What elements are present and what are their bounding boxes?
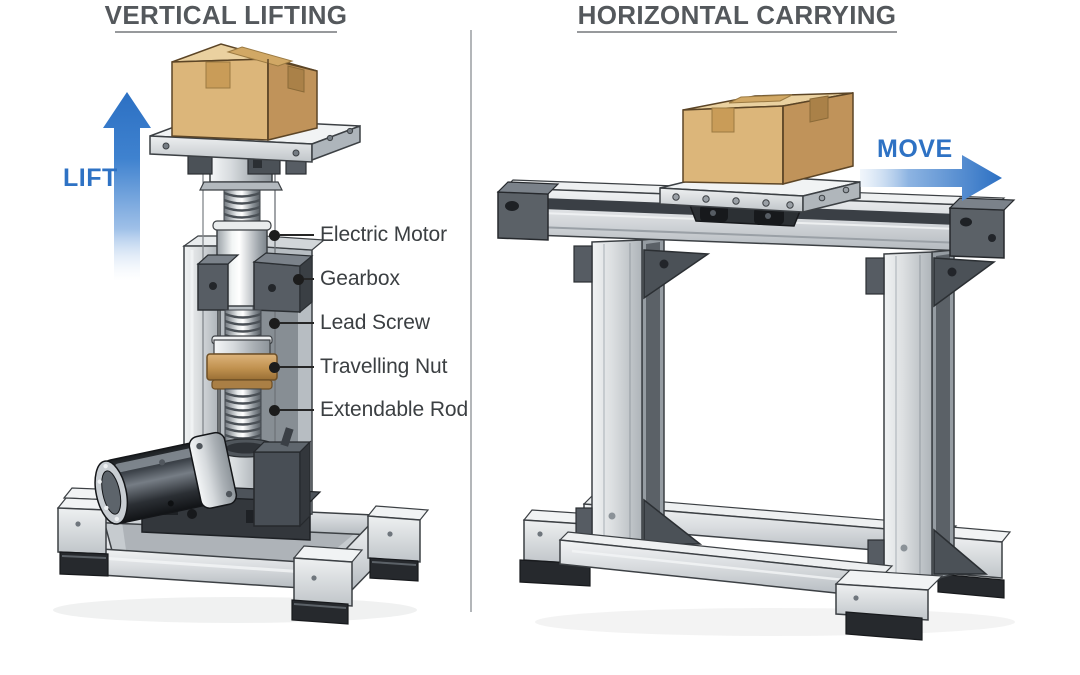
label-leader-line (280, 408, 314, 412)
left-panel-title: VERTICAL LIFTING (105, 0, 347, 33)
lift-arrow-icon (103, 92, 151, 280)
label-leader-line (304, 277, 314, 281)
panel-divider (470, 30, 472, 612)
left-title-text: VERTICAL LIFTING (104, 0, 348, 30)
label-text: Electric Motor (320, 223, 447, 246)
horizontal-carrying-machine (496, 92, 1016, 641)
electric-motor-body (94, 431, 238, 525)
label-text: Gearbox (320, 267, 400, 290)
part-label-extendable-rod: Extendable Rod (269, 397, 468, 423)
lead-screw-lower (223, 388, 263, 448)
label-dot (269, 361, 280, 373)
label-leader-line (280, 365, 314, 369)
label-text: Lead Screw (320, 311, 430, 334)
move-arrow-icon (860, 155, 1002, 201)
label-dot (293, 273, 304, 285)
label-text: Extendable Rod (320, 398, 469, 421)
lead-screw-mid (223, 309, 263, 340)
part-label-lead-screw: Lead Screw (269, 310, 430, 336)
gantry-base-front (558, 531, 944, 641)
cardboard-box-right (682, 92, 854, 185)
part-label-electric-motor: Electric Motor (269, 222, 447, 248)
label-text: Travelling Nut (320, 355, 448, 378)
move-label: MOVE (877, 135, 953, 163)
travelling-nut (206, 335, 278, 390)
vertical-lifting-machine (53, 43, 430, 625)
lead-screw-upper (222, 189, 262, 227)
label-dot (269, 229, 280, 241)
label-dot (269, 317, 280, 329)
lift-label: LIFT (63, 164, 118, 192)
label-leader-line (280, 321, 314, 325)
part-label-gearbox: Gearbox (293, 266, 400, 292)
gantry-leg-left (573, 237, 711, 551)
right-panel-title: HORIZONTAL CARRYING (577, 0, 897, 33)
part-label-travelling-nut: Travelling Nut (269, 354, 447, 380)
cardboard-box-left (171, 43, 318, 141)
screw-gear-housing (252, 427, 312, 528)
label-dot (269, 404, 280, 416)
gantry-leg-right (865, 249, 997, 585)
label-leader-line (280, 233, 314, 237)
right-title-text: HORIZONTAL CARRYING (577, 0, 897, 30)
gearbox-block (196, 252, 314, 314)
